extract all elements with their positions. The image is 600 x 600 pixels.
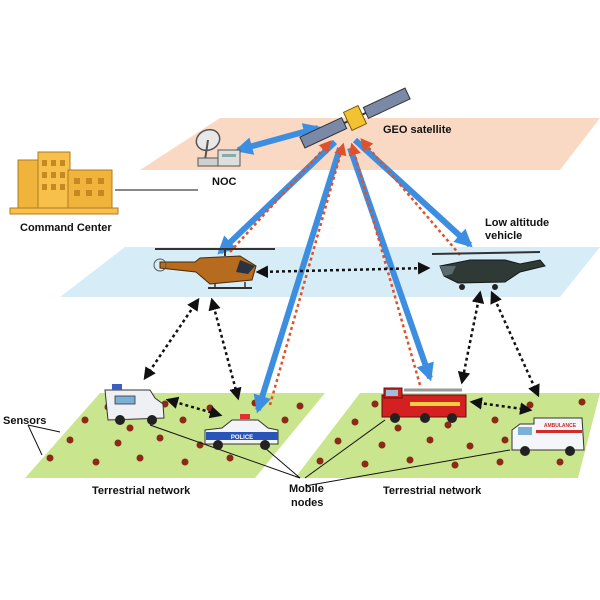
police-badge-text: POLICE [231,435,253,441]
low-altitude-vehicle-label-line2: vehicle [485,230,522,242]
geo-satellite-icon [299,87,411,149]
terrestrial-network-right-label: Terrestrial network [383,485,482,497]
terrestrial-network-left-label: Terrestrial network [92,485,191,497]
ambulance-van-icon [104,384,165,425]
low-altitude-helicopter-icon [431,251,546,290]
command-center-label: Command Center [20,222,112,234]
helicopter-icon [153,248,275,289]
ambulance-icon [511,417,585,456]
mesh-links [143,261,540,419]
ground-plane-left [25,393,325,478]
police-car-icon [204,414,279,450]
mobile-nodes-label-line1: Mobile [289,483,324,495]
pointer-lines [27,189,511,487]
ambulance-badge-text: AMBULANCE [544,423,577,429]
command-center-building-icon [9,151,119,215]
dotted-uplinks [229,138,461,406]
fire-truck-icon [381,387,467,423]
low-altitude-vehicle-label-line1: Low altitude [485,217,549,229]
satellite-dish-icon [195,128,241,167]
satellite-links [217,123,473,414]
mobile-nodes-label-line2: nodes [291,497,323,509]
sensors-label: Sensors [3,415,46,427]
geo-satellite-label: GEO satellite [383,124,451,136]
noc-label: NOC [212,176,237,188]
